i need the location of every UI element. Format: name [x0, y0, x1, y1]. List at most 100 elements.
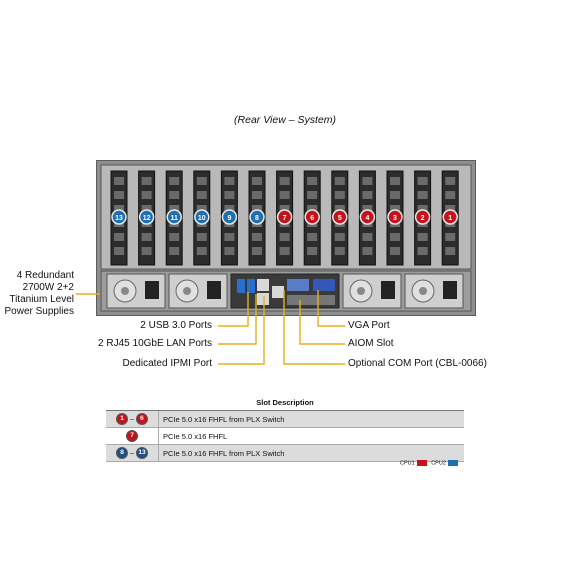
table-row: 8–13 PCIe 5.0 x16 FHFL from PLX Switch — [106, 444, 464, 462]
vga-line — [317, 290, 345, 327]
slot-badge-12 — [138, 209, 155, 225]
slot-number-3: 3 — [393, 215, 397, 222]
slot-range-7: 7 — [106, 427, 159, 445]
vent-slot — [279, 177, 290, 185]
vent-slot — [334, 233, 345, 241]
vent-slot — [196, 191, 207, 199]
psu-power-inlet — [145, 281, 159, 299]
cpu1-swatch — [416, 460, 427, 466]
cpu2-label: CPU2 — [431, 460, 446, 467]
slot-badge-13: 13 — [135, 447, 148, 459]
usb-port — [247, 279, 255, 293]
vga-port — [313, 279, 335, 291]
vent-slot — [252, 191, 262, 199]
rj45-port — [257, 293, 269, 305]
slot-badge-8 — [249, 209, 265, 225]
lan-line — [218, 294, 257, 345]
vent-slot — [169, 177, 180, 185]
slot-number-2: 2 — [421, 215, 425, 222]
slot-badge-6 — [304, 209, 320, 225]
vent-slot — [417, 191, 428, 199]
slot-badge-13 — [111, 209, 127, 225]
vent-slot — [390, 247, 400, 255]
vent-slot — [141, 177, 152, 185]
com-line — [283, 290, 345, 365]
psu-fan-hub — [183, 287, 191, 295]
rj45-port — [257, 279, 269, 291]
slot-number-4: 4 — [365, 215, 369, 222]
ipmi-callout: Dedicated IPMI Port — [122, 358, 212, 369]
range-dash: – — [130, 449, 134, 457]
vent-slot — [196, 233, 207, 241]
vent-slot — [224, 177, 235, 185]
cpu1-label: CPU1 — [400, 460, 415, 467]
slot-number-9: 9 — [227, 215, 231, 222]
vent-slot — [252, 205, 262, 213]
slot-number-11: 11 — [170, 215, 178, 222]
slot-badge-2 — [414, 209, 431, 225]
slot-description-table: Slot Description 1–6 PCIe 5.0 x16 FHFL f… — [106, 394, 464, 462]
vent-slot — [445, 177, 456, 185]
slot-number-12: 12 — [143, 215, 151, 222]
aiom-callout: AIOM Slot — [348, 338, 394, 349]
vent-slot — [114, 177, 124, 185]
vent-slot — [224, 205, 235, 213]
table-row: 7 PCIe 5.0 x16 FHFL — [106, 427, 464, 445]
slot-badge-1 — [442, 209, 458, 225]
vent-slot — [196, 177, 207, 185]
slot-badge-6: 6 — [135, 413, 148, 425]
vent-slot — [362, 205, 373, 213]
slot-number-8: 8 — [255, 215, 259, 222]
vent-slot — [307, 177, 318, 185]
vent-slot — [307, 191, 318, 199]
slot-badge-10 — [194, 209, 210, 225]
vent-slot — [169, 247, 180, 255]
table-header: Slot Description — [106, 394, 464, 411]
vent-slot — [141, 233, 152, 241]
slot-desc: PCIe 5.0 x16 FHFL from PLX Switch — [158, 444, 464, 462]
vent-slot — [417, 233, 428, 241]
vent-slot — [334, 247, 345, 255]
vent-slot — [141, 247, 152, 255]
usb-line — [218, 292, 249, 327]
vent-slot — [169, 191, 180, 199]
usb-port — [237, 279, 245, 293]
vent-slot — [390, 191, 400, 199]
vent-slot — [307, 205, 318, 213]
ipmi-line — [218, 296, 265, 365]
slot-number-7: 7 — [283, 215, 287, 222]
vent-slot — [362, 247, 373, 255]
vent-slot — [307, 233, 318, 241]
vent-slot — [114, 191, 124, 199]
vent-slot — [196, 205, 207, 213]
vent-slot — [417, 177, 428, 185]
vent-slot — [169, 233, 180, 241]
vent-slot — [196, 247, 207, 255]
slot-number-5: 5 — [338, 215, 342, 222]
psu-callout: 4 Redundant 2700W 2+2 Titanium Level Pow… — [4, 270, 74, 317]
slot-desc: PCIe 5.0 x16 FHFL — [158, 427, 464, 445]
slot-range-8-13: 8–13 — [106, 444, 159, 462]
slot-desc: PCIe 5.0 x16 FHFL from PLX Switch — [158, 410, 464, 428]
vent-slot — [362, 233, 373, 241]
vent-slot — [362, 191, 373, 199]
slot-number-6: 6 — [310, 215, 314, 222]
slot-badge-8: 8 — [116, 447, 129, 459]
aiom-slot — [287, 295, 335, 305]
vent-slot — [279, 233, 290, 241]
slot-badge-7: 7 — [126, 430, 138, 442]
slot-badge-5 — [332, 209, 348, 225]
vent-slot — [224, 233, 235, 241]
psu-fan-hub — [121, 287, 129, 295]
vent-slot — [334, 177, 345, 185]
slot-number-10: 10 — [198, 215, 206, 222]
slot-number-1: 1 — [448, 215, 452, 222]
vent-slot — [362, 177, 373, 185]
psu-power-inlet — [381, 281, 395, 299]
vent-slot — [334, 205, 345, 213]
slot-badge-9 — [221, 209, 238, 225]
vent-slot — [279, 205, 290, 213]
vent-slot — [445, 247, 456, 255]
vent-slot — [114, 233, 124, 241]
